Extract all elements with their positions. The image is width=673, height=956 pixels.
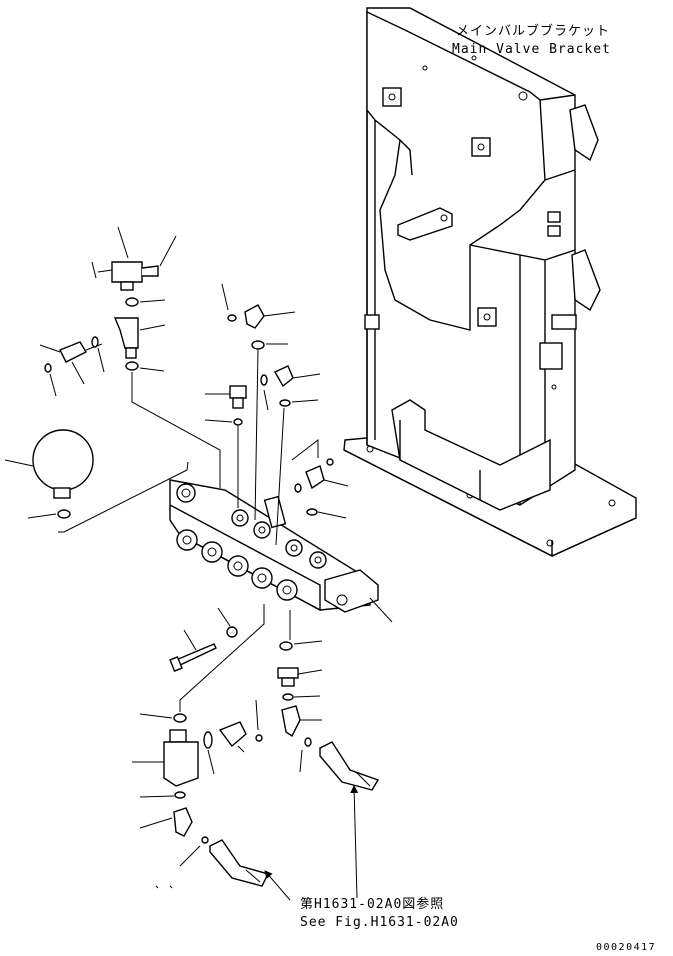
reference-arrows [264, 785, 359, 901]
main-valve-bracket [343, 7, 637, 558]
elbow-fitting-3 [281, 705, 322, 738]
tee-fitting [91, 226, 177, 291]
bracket-elbow [291, 438, 349, 493]
reference-label-english: See Fig.H1631-02A0 [300, 915, 459, 930]
elbow-fitting [221, 283, 296, 329]
union-fitting-2 [277, 667, 323, 687]
bracket-label-japanese: メインバルブブラケット [456, 24, 611, 39]
accumulator [4, 429, 189, 533]
valve-block [169, 479, 393, 623]
reference-label-japanese: 第H1631-02A0図参照 [300, 897, 445, 912]
check-valve-fitting [113, 317, 166, 359]
bracket-label-english: Main Valve Bracket [452, 42, 611, 57]
elbow-fitting-5 [203, 721, 247, 775]
union-fitting [39, 336, 105, 397]
hose-1 [319, 741, 380, 791]
drawing-number: 00020417 [596, 942, 657, 953]
elbow-fitting-4 [139, 807, 193, 837]
hose-2 [209, 839, 270, 887]
elbow-fitting-2 [260, 365, 321, 411]
filter-body [132, 729, 199, 787]
plug-fitting [205, 385, 247, 409]
bolt [169, 607, 238, 672]
